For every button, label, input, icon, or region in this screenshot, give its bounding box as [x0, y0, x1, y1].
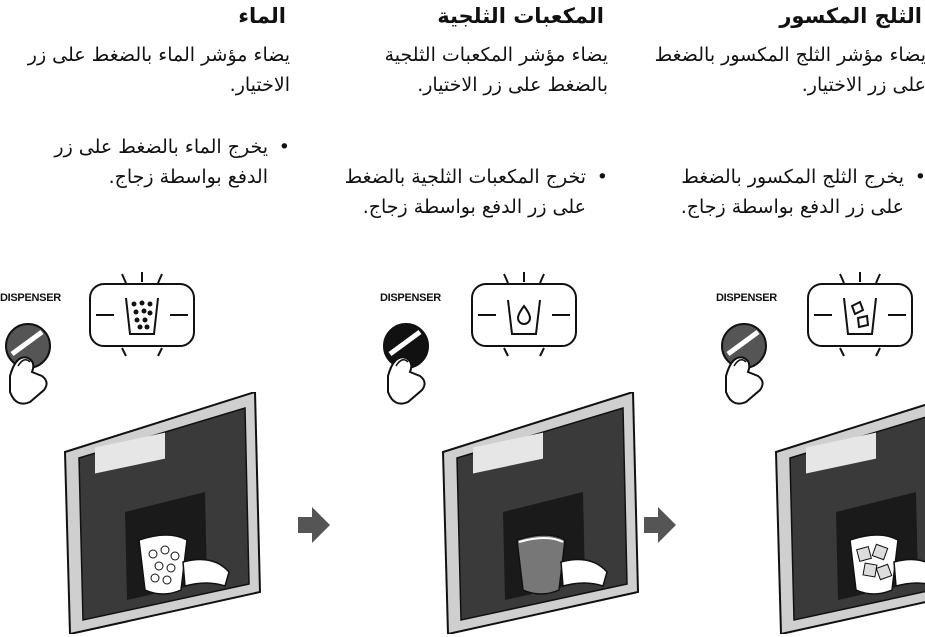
instruction-column-water: الماء يضاء مؤشر الماء بالضغط على زر الاخ… — [0, 0, 300, 637]
finger-pressing-button-icon — [383, 323, 429, 405]
bullet-icon: • — [596, 166, 608, 188]
bullet-icon: • — [278, 136, 290, 158]
finger-pressing-button-icon — [721, 323, 767, 405]
ice-cubes-indicator-icon — [807, 272, 913, 357]
finger-pressing-button-icon — [5, 323, 51, 405]
dispenser-machine-icon — [63, 392, 262, 634]
bullet-text: يخرج الثلج المكسور بالضغط على زر الدفع ب… — [680, 166, 904, 218]
bullet-icon: • — [914, 166, 925, 188]
column-title: الثلج المكسور — [779, 4, 922, 28]
bullet-item: • يخرج الماء بالضغط على زر الدفع بواسطة … — [18, 132, 290, 192]
bullet-item: • يخرج الثلج المكسور بالضغط على زر الدفع… — [654, 162, 925, 222]
dispenser-label: DISPENSER — [380, 292, 441, 304]
crushed-ice-indicator-icon — [89, 272, 195, 357]
dispenser-label: DISPENSER — [0, 292, 61, 304]
bullet-item: • تخرج المكعبات الثلجية بالضغط على زر ال… — [336, 162, 608, 222]
dispenser-machine-icon — [774, 403, 925, 634]
instruction-column-ice-cubes: المكعبات الثلجية يضاء مؤشر المكعبات الثل… — [318, 0, 640, 637]
water-drop-indicator-icon — [471, 272, 577, 357]
column-description: يضاء مؤشر المكعبات الثلجية بالضغط على زر… — [384, 44, 608, 96]
arrow-right-icon — [298, 507, 330, 543]
instruction-column-crushed-ice: الثلج المكسور يضاء مؤشر الثلج المكسور با… — [636, 0, 925, 637]
bullet-text: يخرج الماء بالضغط على زر الدفع بواسطة زج… — [54, 136, 268, 188]
column-description: يضاء مؤشر الماء بالضغط على زر الاختيار. — [27, 44, 290, 96]
dispenser-label: DISPENSER — [716, 292, 777, 304]
dispenser-machine-icon — [441, 392, 640, 634]
column-description: يضاء مؤشر الثلج المكسور بالضغط على زر ال… — [654, 44, 925, 96]
column-title: الماء — [238, 4, 286, 28]
arrow-right-icon — [644, 507, 676, 543]
bullet-text: تخرج المكعبات الثلجية بالضغط على زر الدف… — [344, 166, 586, 218]
column-title: المكعبات الثلجية — [437, 4, 604, 28]
